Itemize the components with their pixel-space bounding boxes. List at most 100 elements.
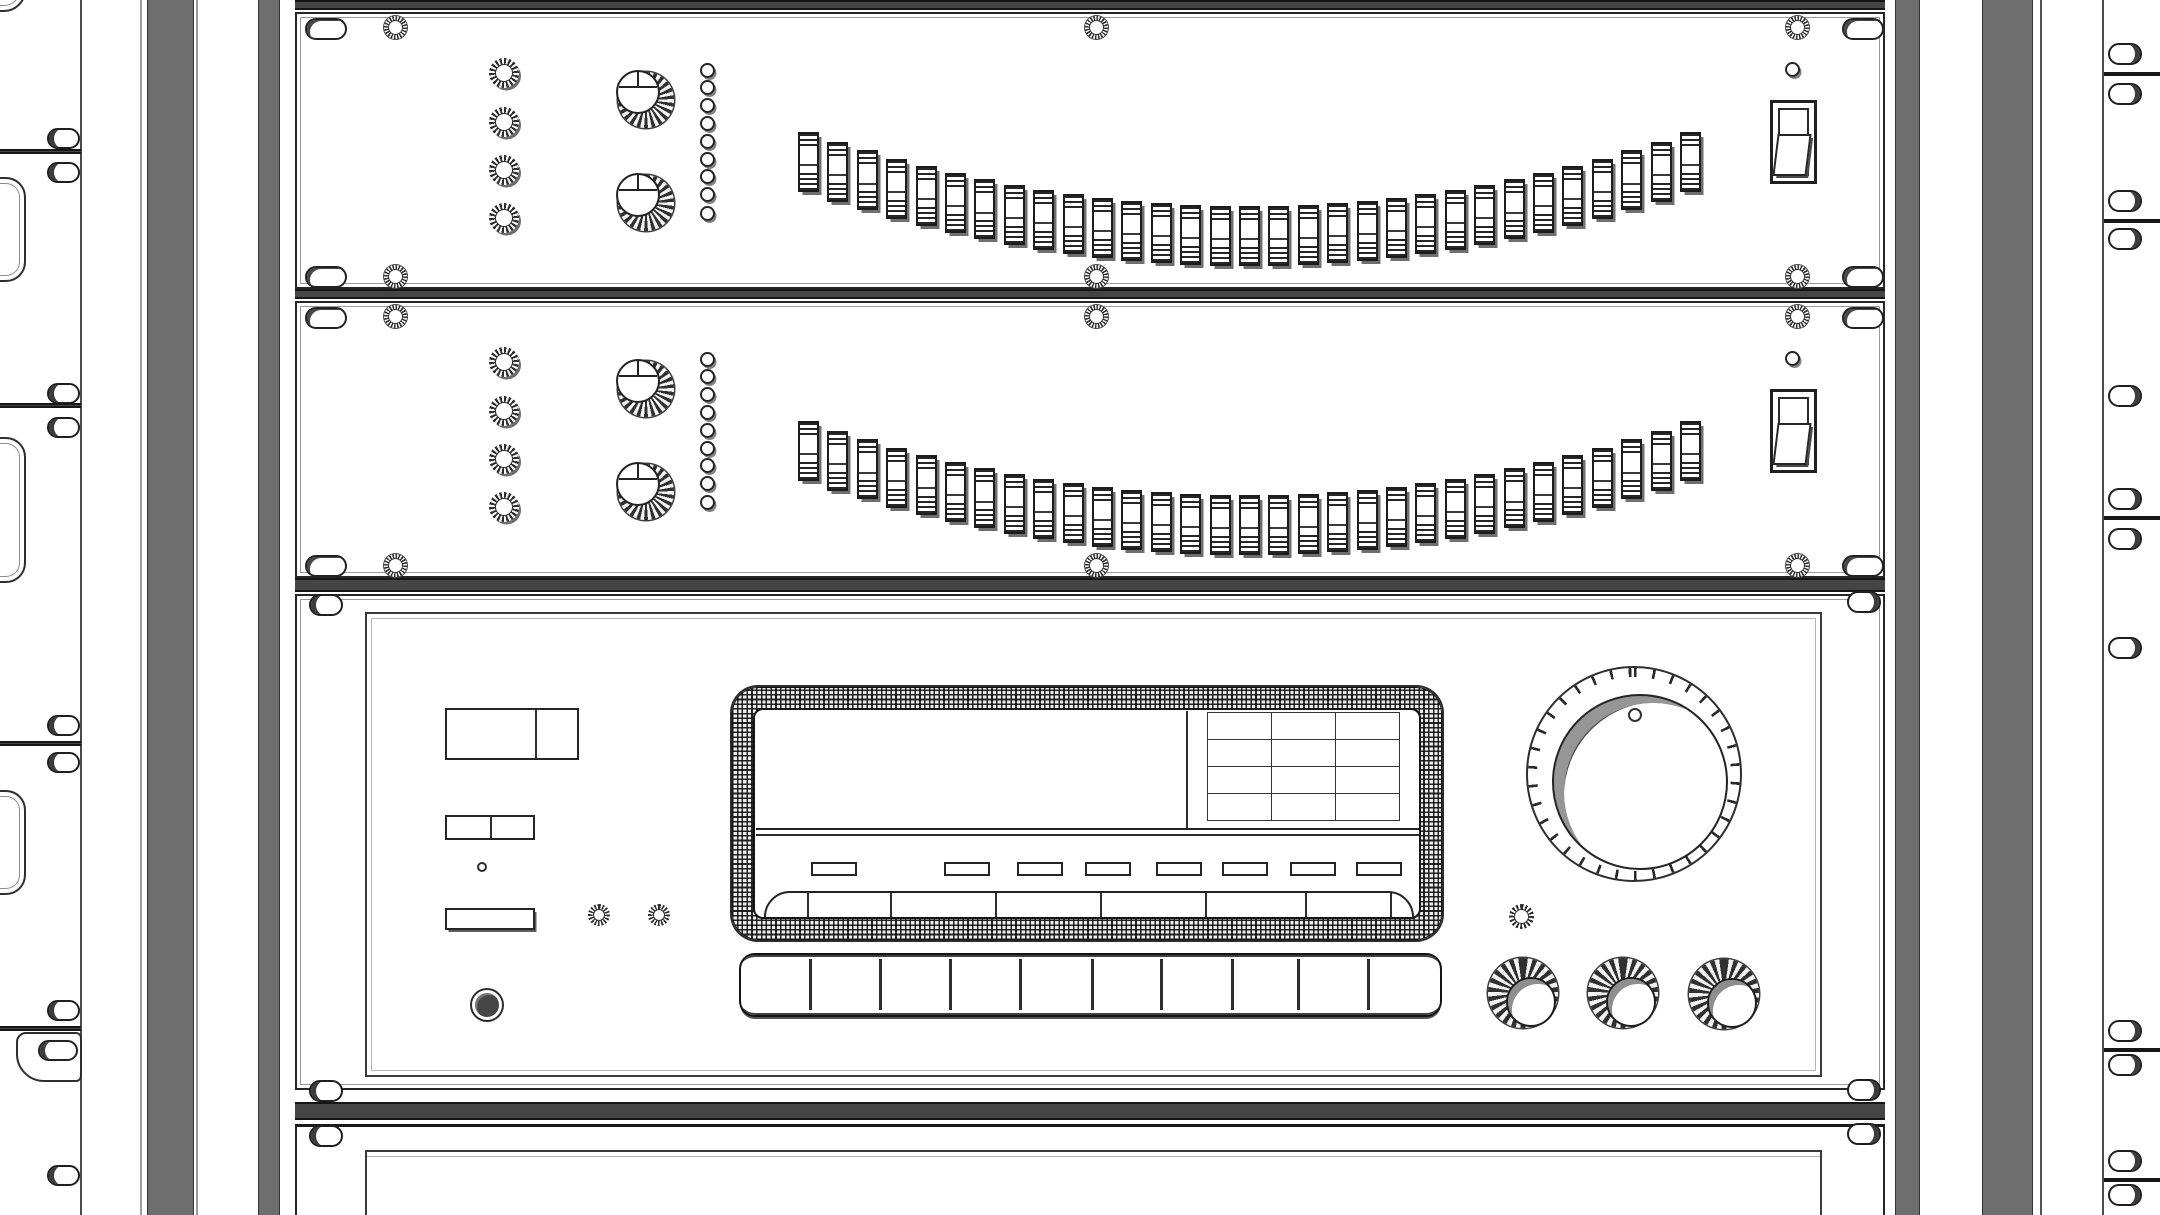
- band-fader[interactable]: [1650, 141, 1672, 202]
- tuning-dial-knob[interactable]: [1552, 694, 1728, 870]
- band-fader[interactable]: [945, 173, 966, 234]
- band-fader[interactable]: [1150, 492, 1172, 553]
- band-fader[interactable]: [1092, 197, 1113, 258]
- band-fader[interactable]: [1268, 494, 1290, 555]
- band-fader[interactable]: [1327, 203, 1349, 264]
- band-fader[interactable]: [1562, 455, 1584, 516]
- band-fader[interactable]: [886, 158, 908, 219]
- band-fader[interactable]: [1621, 439, 1643, 500]
- gain-knob-small[interactable]: [489, 492, 519, 522]
- band-fader[interactable]: [1180, 204, 1202, 265]
- rotary-knob-large[interactable]: [616, 359, 660, 403]
- band-fader[interactable]: [1444, 189, 1466, 250]
- function-key[interactable]: [749, 961, 809, 1009]
- band-fader[interactable]: [827, 430, 849, 491]
- led-indicator: [700, 458, 715, 474]
- band-fader[interactable]: [1180, 493, 1202, 554]
- key-divider: [995, 893, 997, 917]
- band-fader[interactable]: [915, 166, 937, 227]
- band-fader[interactable]: [827, 141, 849, 202]
- function-key[interactable]: [1161, 961, 1221, 1009]
- band-fader[interactable]: [1268, 205, 1290, 266]
- band-fader[interactable]: [1239, 495, 1260, 555]
- band-fader[interactable]: [1650, 430, 1672, 491]
- band-fader[interactable]: [1386, 197, 1407, 258]
- band-fader[interactable]: [1562, 166, 1584, 227]
- band-fader[interactable]: [1503, 468, 1525, 529]
- band-fader[interactable]: [1239, 206, 1260, 266]
- band-fader[interactable]: [1591, 158, 1613, 219]
- band-fader[interactable]: [1680, 132, 1701, 192]
- selector-switch[interactable]: [445, 815, 535, 840]
- band-fader[interactable]: [886, 447, 908, 508]
- function-key[interactable]: [1230, 961, 1290, 1009]
- power-button[interactable]: [472, 990, 502, 1020]
- power-rocker-switch[interactable]: [1770, 389, 1817, 473]
- mini-knob[interactable]: [648, 904, 670, 926]
- power-rocker-switch[interactable]: [1770, 100, 1817, 184]
- gain-knob-small[interactable]: [489, 58, 519, 88]
- band-fader[interactable]: [1003, 184, 1025, 245]
- band-fader[interactable]: [1062, 194, 1084, 255]
- band-fader[interactable]: [1356, 200, 1378, 261]
- band-fader[interactable]: [798, 132, 819, 192]
- band-fader[interactable]: [1415, 483, 1437, 544]
- gain-knob-small[interactable]: [489, 444, 519, 474]
- band-fader[interactable]: [1297, 493, 1319, 554]
- knurled-screw: [384, 16, 407, 39]
- mini-knob[interactable]: [588, 904, 610, 926]
- band-fader[interactable]: [1533, 462, 1554, 523]
- band-fader[interactable]: [1474, 184, 1496, 245]
- gain-knob-small[interactable]: [489, 203, 519, 233]
- gain-knob-small[interactable]: [489, 347, 519, 377]
- gain-knob-small[interactable]: [489, 396, 519, 426]
- rotary-knob-large[interactable]: [616, 70, 660, 114]
- band-fader[interactable]: [1121, 200, 1143, 261]
- gain-knob-small[interactable]: [489, 155, 519, 185]
- band-fader[interactable]: [1386, 486, 1407, 547]
- band-fader[interactable]: [945, 462, 966, 523]
- function-key[interactable]: [955, 961, 1015, 1009]
- band-fader[interactable]: [1033, 189, 1055, 250]
- band-fader[interactable]: [1121, 489, 1143, 550]
- band-fader[interactable]: [1356, 489, 1378, 550]
- tone-knob[interactable]: [1506, 977, 1556, 1027]
- tone-knob[interactable]: [1707, 978, 1757, 1028]
- band-fader[interactable]: [1591, 447, 1613, 508]
- function-key[interactable]: [818, 961, 878, 1009]
- gain-knob-small[interactable]: [489, 107, 519, 137]
- rotary-knob-large[interactable]: [616, 173, 660, 217]
- band-fader[interactable]: [798, 421, 819, 481]
- aux-ring[interactable]: [1509, 904, 1534, 929]
- eject-button[interactable]: [445, 908, 535, 930]
- band-fader[interactable]: [974, 179, 996, 240]
- function-key[interactable]: [886, 961, 946, 1009]
- function-key[interactable]: [1024, 961, 1084, 1009]
- rotary-knob-large[interactable]: [616, 462, 660, 506]
- band-fader[interactable]: [1209, 494, 1231, 555]
- tone-knob[interactable]: [1606, 977, 1656, 1027]
- function-key[interactable]: [1093, 961, 1153, 1009]
- band-fader[interactable]: [1033, 478, 1055, 539]
- mounting-slot: [1842, 266, 1884, 288]
- band-fader[interactable]: [1503, 179, 1525, 240]
- band-fader[interactable]: [974, 468, 996, 529]
- function-key[interactable]: [1367, 961, 1427, 1009]
- band-fader[interactable]: [1680, 421, 1701, 481]
- band-fader[interactable]: [1444, 478, 1466, 539]
- function-key[interactable]: [1299, 961, 1359, 1009]
- band-fader[interactable]: [1150, 203, 1172, 264]
- band-fader[interactable]: [1062, 483, 1084, 544]
- band-fader[interactable]: [1297, 204, 1319, 265]
- band-fader[interactable]: [1415, 194, 1437, 255]
- band-fader[interactable]: [1327, 492, 1349, 553]
- band-fader[interactable]: [1474, 473, 1496, 534]
- band-fader[interactable]: [1621, 150, 1643, 211]
- band-fader[interactable]: [1533, 173, 1554, 234]
- band-fader[interactable]: [1092, 486, 1113, 547]
- band-fader[interactable]: [1003, 473, 1025, 534]
- band-fader[interactable]: [1209, 205, 1231, 266]
- band-fader[interactable]: [856, 439, 878, 500]
- band-fader[interactable]: [915, 455, 937, 516]
- band-fader[interactable]: [856, 150, 878, 211]
